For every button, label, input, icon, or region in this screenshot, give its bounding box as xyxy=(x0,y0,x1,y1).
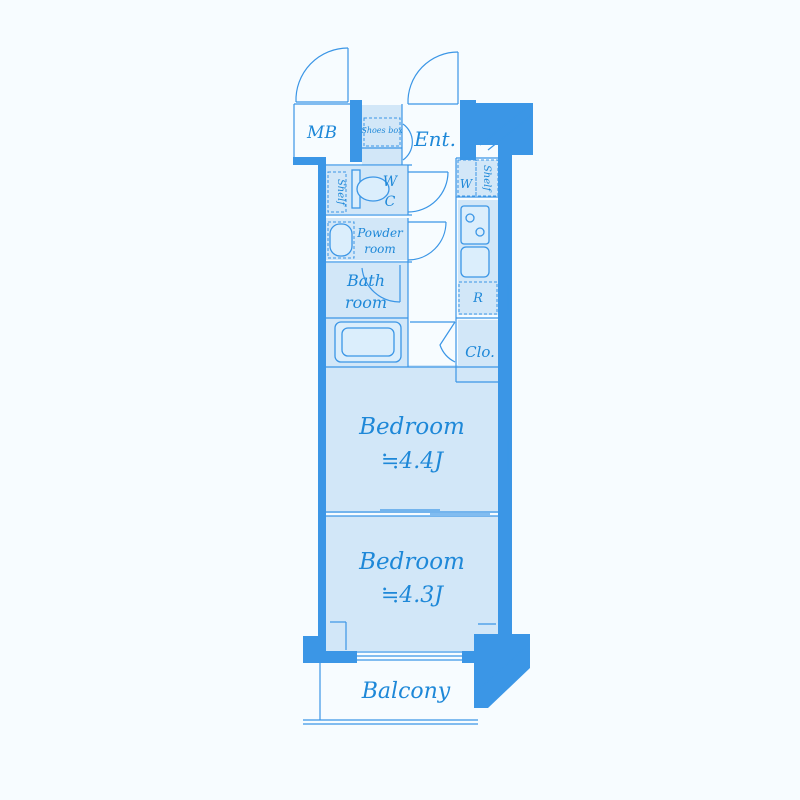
fixtures xyxy=(327,117,499,363)
bedroom-2-area xyxy=(326,516,498,651)
label-balcony: Balcony xyxy=(361,679,451,704)
bedroom-1-area xyxy=(326,365,498,513)
mb-outline xyxy=(293,103,350,158)
label-refrigerator: R xyxy=(472,291,483,306)
partitions xyxy=(319,104,509,661)
label-bedroom-2: Bedroom xyxy=(358,549,465,575)
label-bedroom-1: Bedroom xyxy=(358,414,465,440)
label-powder-1: Powder xyxy=(356,226,404,240)
powder-sink xyxy=(329,223,353,257)
label-kitchen-w: W xyxy=(460,177,474,191)
kitchen-sink xyxy=(460,246,490,278)
label-bath-2: room xyxy=(345,293,387,312)
label-entrance: Ent. xyxy=(413,127,456,151)
label-shoes-box: Shoes box xyxy=(361,126,403,135)
label-closet: Clo. xyxy=(465,343,495,361)
label-powder-2: room xyxy=(364,242,396,256)
label-bedroom-1-size: ≒4.4J xyxy=(381,449,444,474)
label-mb: MB xyxy=(306,123,337,143)
toilet-bowl xyxy=(356,176,390,202)
label-bath-1: Bath xyxy=(346,271,385,290)
label-kitchen-shelf: Shelf xyxy=(481,165,492,193)
interior-doors xyxy=(330,123,496,650)
shoes-box-area xyxy=(362,105,402,165)
labels: MB Shoes box Ent. W C Shelf Powder room … xyxy=(306,123,495,704)
label-wc-w: W xyxy=(383,174,399,190)
label-wc-shelf: Shelf xyxy=(335,179,346,207)
entrance-doors xyxy=(295,47,459,105)
label-bedroom-2-size: ≒4.3J xyxy=(381,583,444,608)
walls xyxy=(293,100,533,708)
closet-area xyxy=(458,320,500,382)
balcony-outline xyxy=(303,663,478,725)
stove xyxy=(460,205,490,245)
label-wc-c: C xyxy=(385,194,396,210)
shelf-area xyxy=(456,160,500,196)
